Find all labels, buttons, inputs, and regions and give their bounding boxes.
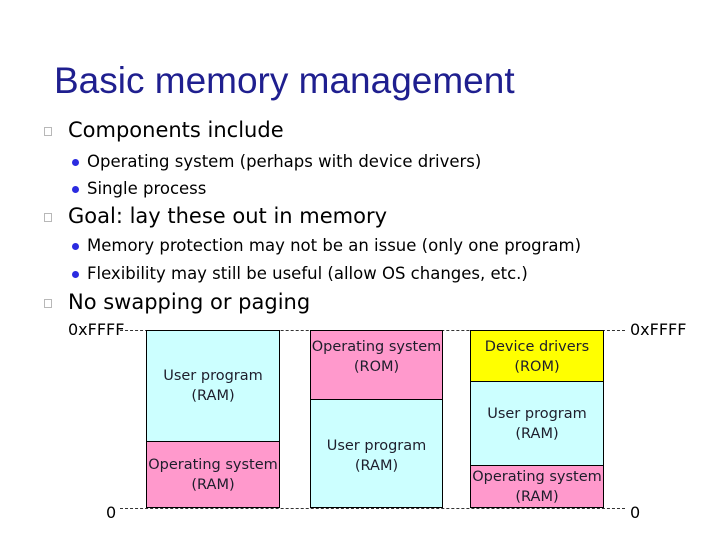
bullet-text: No swapping or paging	[68, 290, 311, 314]
bullet-marker-icon	[44, 127, 52, 136]
bottom-address-line	[120, 508, 625, 509]
layout-3-segment-1: Device drivers (ROM)	[471, 331, 603, 381]
bullet-dot-icon	[72, 159, 79, 166]
segment-label: User program (RAM)	[326, 438, 427, 474]
segment-label: User program (RAM)	[487, 405, 587, 442]
subbullet-text: Operating system (perhaps with device dr…	[87, 152, 482, 171]
axis-label-bottom-right: 0	[630, 503, 641, 522]
bullet-dot-icon	[72, 243, 79, 250]
slide-title: Basic memory management	[54, 60, 515, 101]
segment-label: User program (RAM)	[163, 368, 263, 404]
segment-label: Device drivers (ROM)	[484, 339, 590, 375]
layout-1-segment-1: User program (RAM)	[147, 331, 279, 441]
bullet-text: Components include	[68, 118, 284, 142]
memory-layout-2: Operating system (ROM) User program (RAM…	[310, 330, 443, 508]
layout-2-segment-1: Operating system (ROM)	[311, 331, 442, 399]
memory-layout-1: User program (RAM) Operating system (RAM…	[146, 330, 280, 508]
bullet-dot-icon	[72, 271, 79, 278]
axis-label-top-right: 0xFFFF	[630, 320, 687, 339]
layout-3-segment-3: Operating system (RAM)	[471, 465, 603, 507]
bullet-marker-icon	[44, 299, 52, 308]
memory-layout-3: Device drivers (ROM) User program (RAM) …	[470, 330, 604, 508]
subbullet-text: Flexibility may still be useful (allow O…	[87, 264, 528, 283]
subbullet-text: Memory protection may not be an issue (o…	[87, 236, 582, 255]
axis-label-top-left: 0xFFFF	[68, 320, 125, 339]
layout-1-segment-2: Operating system (RAM)	[147, 441, 279, 507]
bullet-marker-icon	[44, 213, 52, 222]
axis-label-bottom-left: 0	[106, 503, 117, 522]
bullet-text: Goal: lay these out in memory	[68, 204, 388, 228]
layout-2-segment-2: User program (RAM)	[311, 399, 442, 507]
segment-label: Operating system (ROM)	[311, 339, 442, 375]
segment-label: Operating system (RAM)	[148, 456, 278, 493]
segment-label: Operating system (RAM)	[472, 468, 602, 505]
layout-3-segment-2: User program (RAM)	[471, 381, 603, 465]
bullet-dot-icon	[72, 186, 79, 193]
subbullet-text: Single process	[87, 179, 207, 198]
